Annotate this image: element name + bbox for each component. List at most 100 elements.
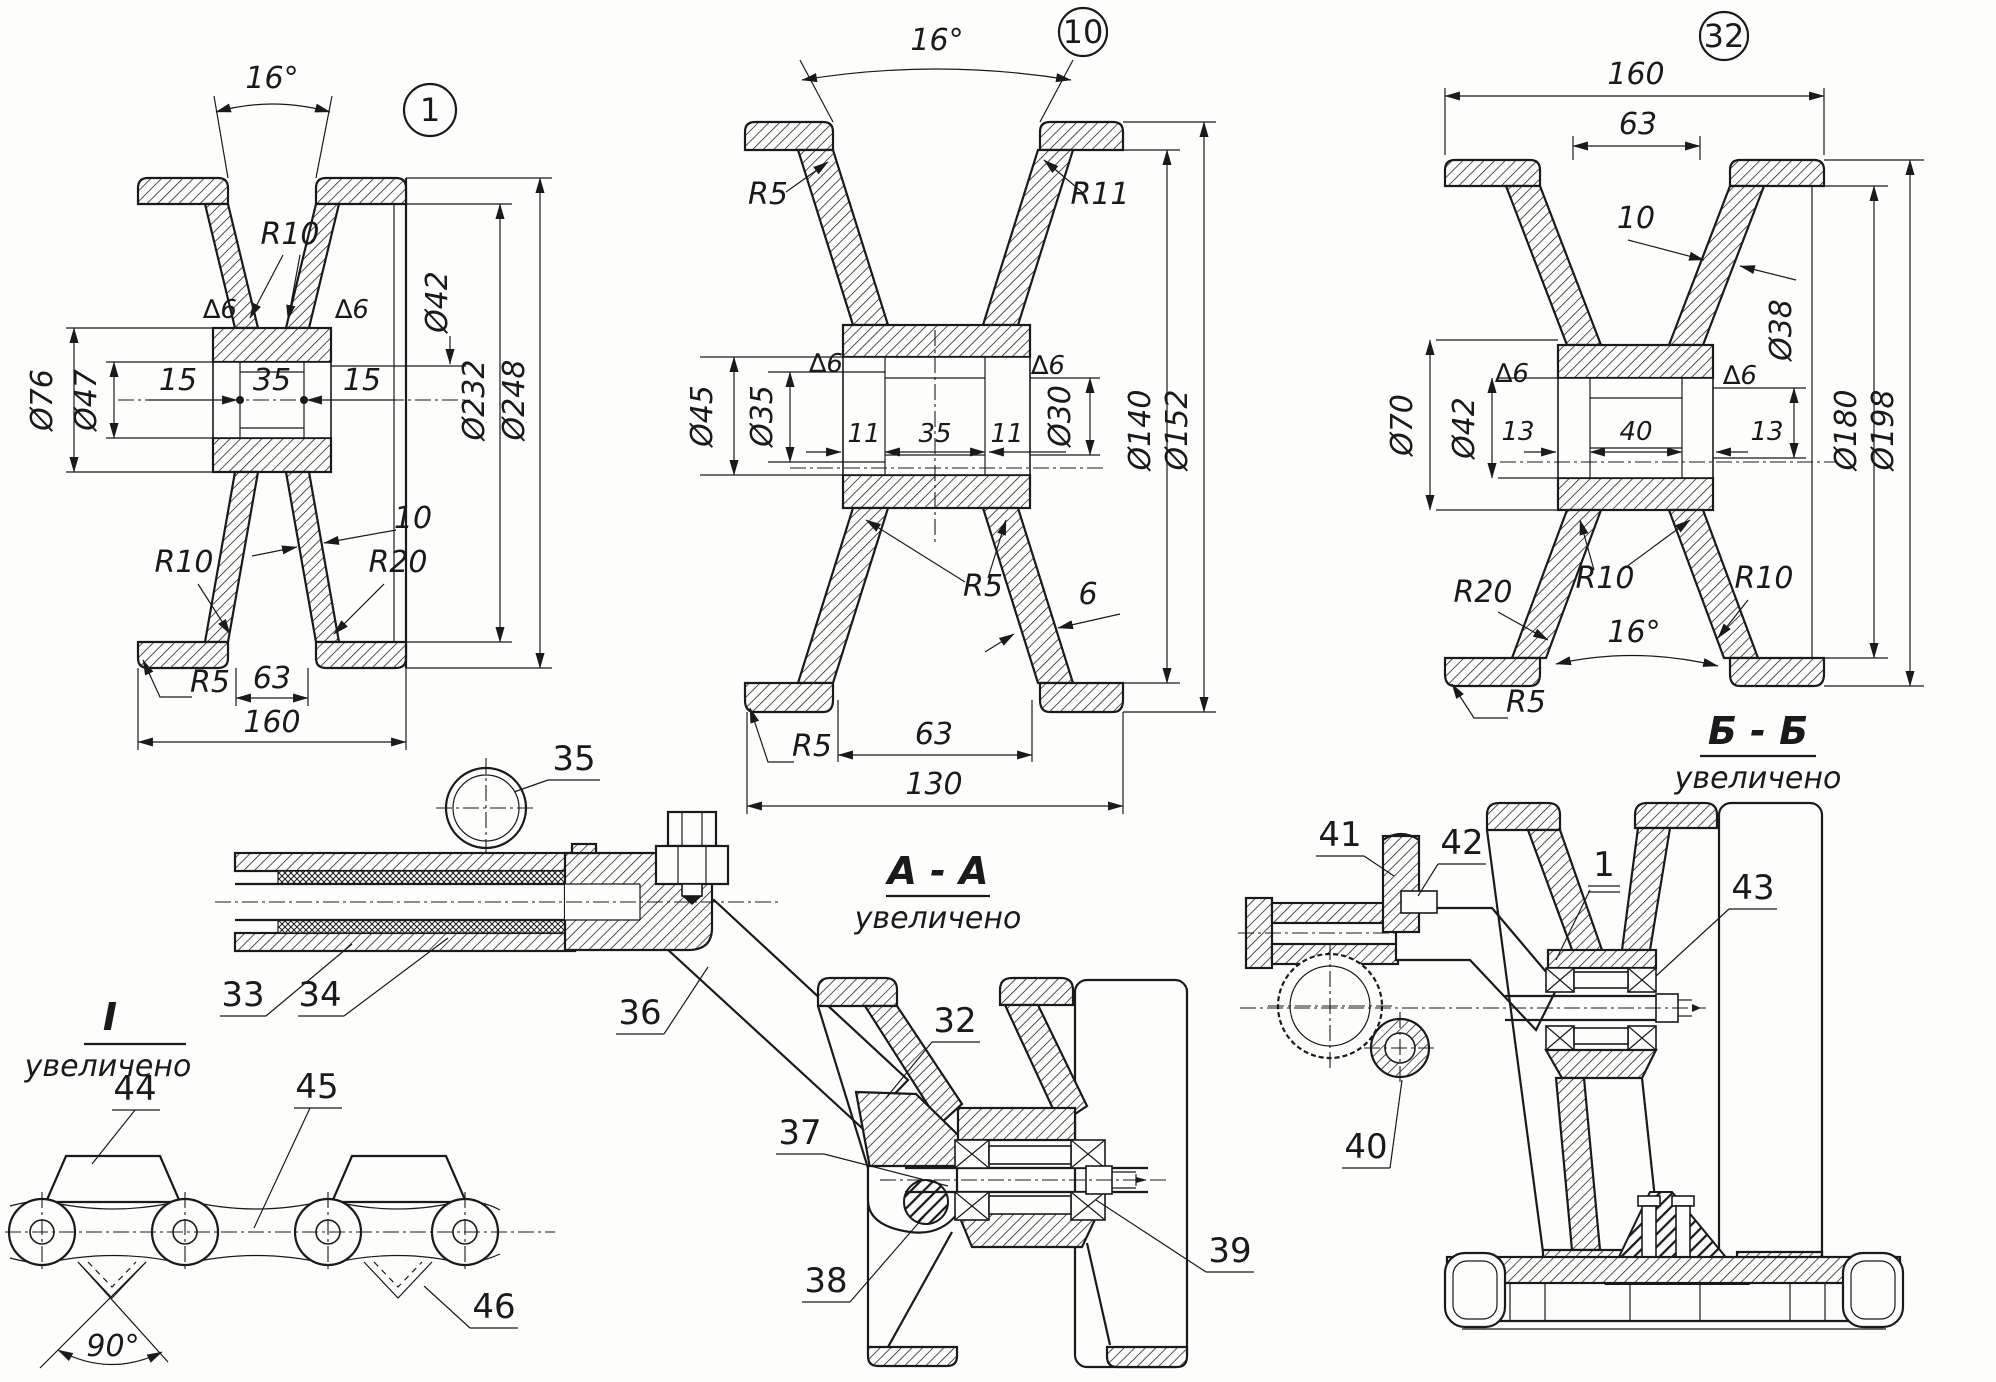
wheel10-cross-section <box>743 120 1125 714</box>
dim-r5-w1: R5 <box>190 665 230 700</box>
dim-130-w10: 130 <box>905 767 962 802</box>
dim-160-w1: 160 <box>243 705 300 740</box>
finish-mark-right-w1: ∆6 <box>334 295 369 325</box>
part-34: 34 <box>298 975 341 1015</box>
dim-d140-w10: Ø140 <box>1123 390 1158 473</box>
wheel1-dimensions: 16° R10 ∆6 ∆6 15 35 15 Ø76 Ø47 Ø42 Ø232 … <box>25 61 552 750</box>
finish-mark-right-w10: ∆6 <box>1030 351 1065 381</box>
dim-35-w1: 35 <box>253 363 291 398</box>
dim-d198-w32: Ø198 <box>1866 390 1901 473</box>
dim-d47-w1: Ø47 <box>69 369 104 433</box>
grouser-2 <box>330 1154 468 1204</box>
detail-i-part-labels: 44 45 46 <box>91 1067 518 1329</box>
clamp-42 <box>1400 890 1438 914</box>
dim-63-w10: 63 <box>915 717 953 752</box>
dim-d70-w32: Ø70 <box>1385 394 1420 458</box>
dim-d152-w10: Ø152 <box>1160 390 1195 473</box>
wheel32-dimensions: 160 63 10 Ø70 Ø42 Ø38 ∆6 ∆6 13 40 13 Ø18… <box>1385 57 1924 720</box>
dim-r10-hub-w32: R10 <box>1575 561 1634 596</box>
detail-i: I увеличено 90° 44 45 46 <box>5 995 555 1369</box>
wheel32-badge: 32 <box>1698 10 1750 62</box>
angle-90-mark: 90° <box>39 1261 169 1369</box>
track-shoe-plate <box>1445 1255 1902 1285</box>
dim-15-right-w1: 15 <box>343 363 381 398</box>
part-40: 40 <box>1344 1127 1387 1167</box>
shock-shaft <box>1381 834 1421 934</box>
section-bb-subtitle: увеличено <box>1674 761 1842 796</box>
wheel32-view: 160 63 10 Ø70 Ø42 Ø38 ∆6 ∆6 13 40 13 Ø18… <box>1385 10 1924 720</box>
dim-d42-w32: Ø42 <box>1447 397 1482 461</box>
part-35: 35 <box>552 739 595 779</box>
dim-angle16-w32: 16° <box>1607 615 1660 650</box>
track-pin-eye-left <box>1443 1251 1507 1329</box>
dim-r10-lower-w1: R10 <box>154 545 213 580</box>
axle-part-labels: 35 33 34 36 <box>220 739 709 1035</box>
dim-r5-hub-w10: R5 <box>963 569 1003 604</box>
part-1: 1 <box>1593 845 1615 885</box>
aa-part-labels: 32 37 38 39 <box>776 1001 1254 1303</box>
dim-63-w32: 63 <box>1619 107 1657 142</box>
finish-mark-right-w32: ∆6 <box>1722 361 1757 391</box>
finish-mark-left-w1: ∆6 <box>202 295 237 325</box>
dim-d30-w10: Ø30 <box>1043 385 1078 449</box>
wheel10-badge: 10 <box>1057 6 1109 58</box>
dim-40-w32: 40 <box>1619 417 1652 447</box>
badge-1: 1 <box>420 91 440 129</box>
axle-assembly: 35 33 34 36 <box>215 739 910 1130</box>
part-39: 39 <box>1208 1231 1251 1271</box>
dim-15-left-w1: 15 <box>159 363 197 398</box>
detail-i-title: I <box>103 995 117 1039</box>
badge-32: 32 <box>1704 17 1745 55</box>
dim-angle90: 90° <box>86 1329 139 1364</box>
dim-r11-w10: R11 <box>1070 177 1129 212</box>
dim-angle16-w1: 16° <box>245 61 298 96</box>
bb-suspension <box>1238 832 1560 1084</box>
badge-10: 10 <box>1063 13 1104 51</box>
wheel10-view: 16° R5 R11 Ø45 Ø35 Ø30 ∆6 ∆6 11 35 11 Ø1… <box>685 6 1216 814</box>
bearing-symbols-bb <box>1545 967 1657 1051</box>
bearing-symbols-aa <box>954 1139 1106 1221</box>
part-43: 43 <box>1731 868 1774 908</box>
seal-ring <box>903 1179 949 1225</box>
dim-r20-w1: R20 <box>368 545 427 580</box>
part-38: 38 <box>804 1261 847 1301</box>
dim-r5-w32: R5 <box>1506 685 1546 720</box>
part-33: 33 <box>221 975 264 1015</box>
tooth-v-2 <box>363 1261 433 1299</box>
section-aa-title: А - А <box>884 849 988 893</box>
dim-wall10-w32: 10 <box>1617 201 1655 236</box>
dim-wall6-w10: 6 <box>1078 577 1097 612</box>
dim-wall10-w1: 10 <box>394 501 432 536</box>
track-pin-eye-right <box>1841 1251 1905 1329</box>
dim-d180-w32: Ø180 <box>1829 390 1864 473</box>
grouser-1 <box>44 1154 182 1204</box>
dim-d38-w32: Ø38 <box>1764 299 1799 363</box>
dim-11-left-w10: 11 <box>847 419 880 449</box>
section-bb-title: Б - Б <box>1708 709 1808 753</box>
dim-angle16-w10: 16° <box>910 23 963 58</box>
dim-d45-w10: Ø45 <box>685 385 720 449</box>
section-aa-subtitle: увеличено <box>854 901 1022 936</box>
part-32: 32 <box>933 1001 976 1041</box>
tooth-v-1 <box>77 1261 147 1299</box>
wheel1-badge: 1 <box>402 82 458 138</box>
part-37: 37 <box>778 1113 821 1153</box>
wheel1-view: 16° R10 ∆6 ∆6 15 35 15 Ø76 Ø47 Ø42 Ø232 … <box>25 61 552 750</box>
aa-wheel <box>816 976 1189 1369</box>
dim-63-w1: 63 <box>253 661 291 696</box>
part-46: 46 <box>472 1287 515 1327</box>
dim-35-w10: 35 <box>918 419 951 449</box>
wheel10-dimensions: 16° R5 R11 Ø45 Ø35 Ø30 ∆6 ∆6 11 35 11 Ø1… <box>685 23 1216 814</box>
bb-arm <box>1394 906 1560 1032</box>
bb-part-labels: 41 42 1 43 40 <box>1316 815 1777 1169</box>
adjuster-bolt <box>654 810 730 905</box>
part-41: 41 <box>1318 815 1361 855</box>
dim-13-left-w32: 13 <box>1501 417 1534 447</box>
part-45: 45 <box>295 1067 338 1107</box>
dim-11-right-w10: 11 <box>990 419 1023 449</box>
finish-mark-left-w10: ∆6 <box>808 349 843 379</box>
detail-i-subtitle: увеличено <box>24 1049 192 1084</box>
dim-d248-w1: Ø248 <box>497 360 532 443</box>
finish-mark-left-w32: ∆6 <box>1494 359 1529 389</box>
section-aa: А - А увеличено <box>776 849 1254 1369</box>
